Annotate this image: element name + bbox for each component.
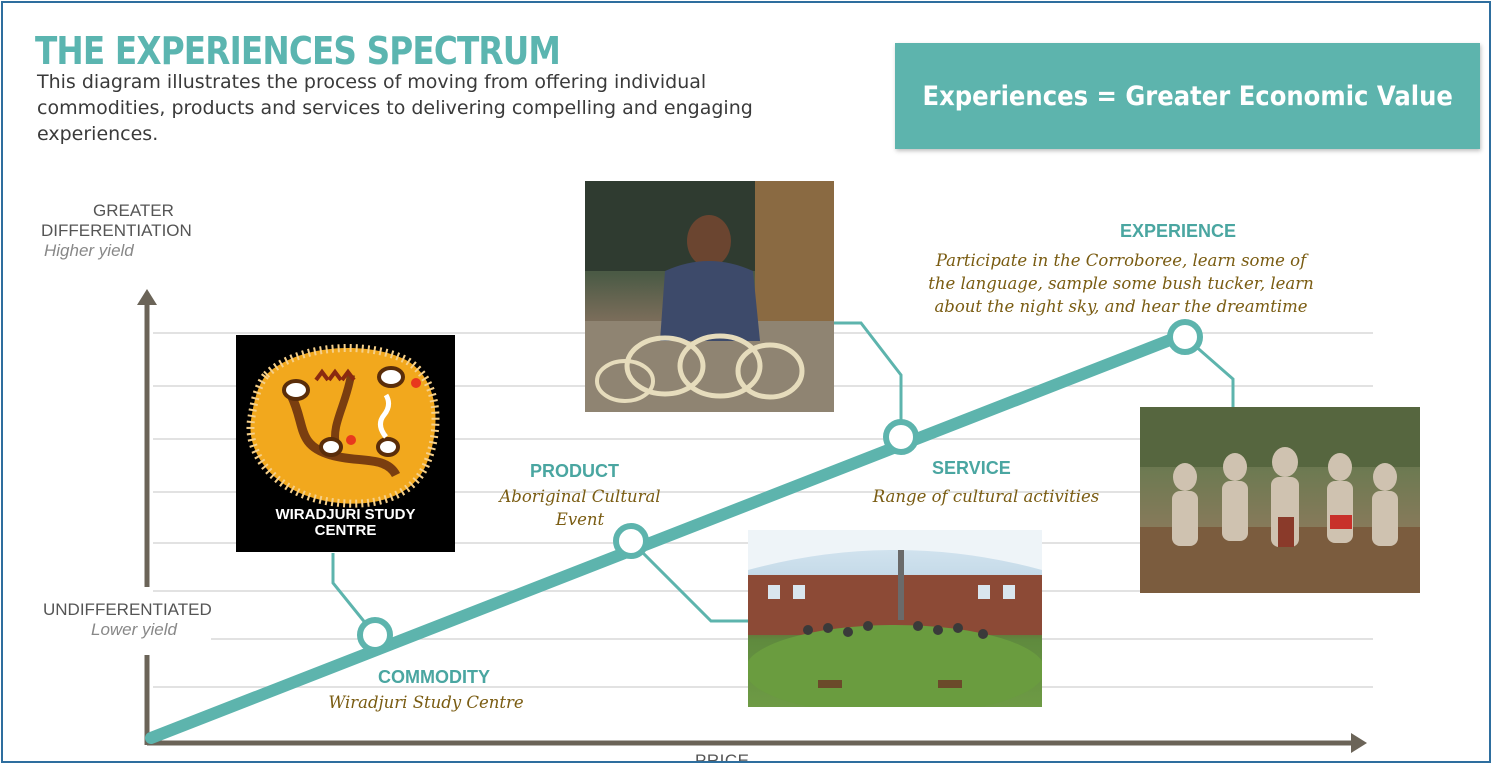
y-axis-top-sublabel: Higher yield [44,241,134,260]
y-axis-top-label-line2: DIFFERENTIATION [41,221,192,240]
y-axis [137,289,157,745]
stage-desc-experience: Participate in the Corroboree, learn som… [928,251,1314,316]
connector-commodity [331,553,377,636]
y-axis-top-label-line1: GREATER [93,201,174,220]
x-axis-arrow-icon [1351,733,1367,753]
connector-experience [1184,335,1235,408]
stage-label-service: SERVICE [932,458,1011,478]
value-banner: Experiences = Greater Economic Value [895,43,1480,149]
milestone-service [883,419,919,455]
y-axis-arrow-icon [137,289,157,305]
page-title: THE EXPERIENCES SPECTRUM [35,29,561,73]
milestone-commodity [357,617,393,653]
intro-text: This diagram illustrates the process of … [37,71,753,145]
connector-product [629,539,749,623]
connector-service [834,321,903,437]
spectrum-line [145,325,1199,744]
milestone-product [613,523,649,559]
y-axis-bottom-sublabel: Lower yield [91,620,177,639]
milestone-experience [1167,319,1203,355]
x-axis-label: PRICE [695,751,750,763]
cultural-event-photo [748,530,1042,707]
y-axis-top-label-block: GREATER DIFFERENTIATION Higher yield [41,201,241,261]
connector-lines [331,321,1235,636]
stage-label-commodity: COMMODITY [378,667,490,687]
stage-desc-commodity: Wiradjuri Study Centre [328,693,524,712]
dot-painting-icon [246,344,440,508]
y-axis-bottom-label-block: UNDIFFERENTIATED Lower yield [43,600,212,640]
x-axis [147,733,1367,753]
stage-label-product: PRODUCT [530,461,619,481]
weaver-photo [585,181,834,412]
stage-label-experience: EXPERIENCE [1120,221,1237,241]
stage-desc-product: Aboriginal Cultural Event [499,487,661,529]
stage-desc-service: Range of cultural activities [872,487,1100,506]
corroboree-photo [1140,407,1420,593]
value-banner-text: Experiences = Greater Economic Value [922,80,1453,112]
y-axis-bottom-label: UNDIFFERENTIATED [43,600,212,619]
spectrum-chart [137,289,1373,753]
